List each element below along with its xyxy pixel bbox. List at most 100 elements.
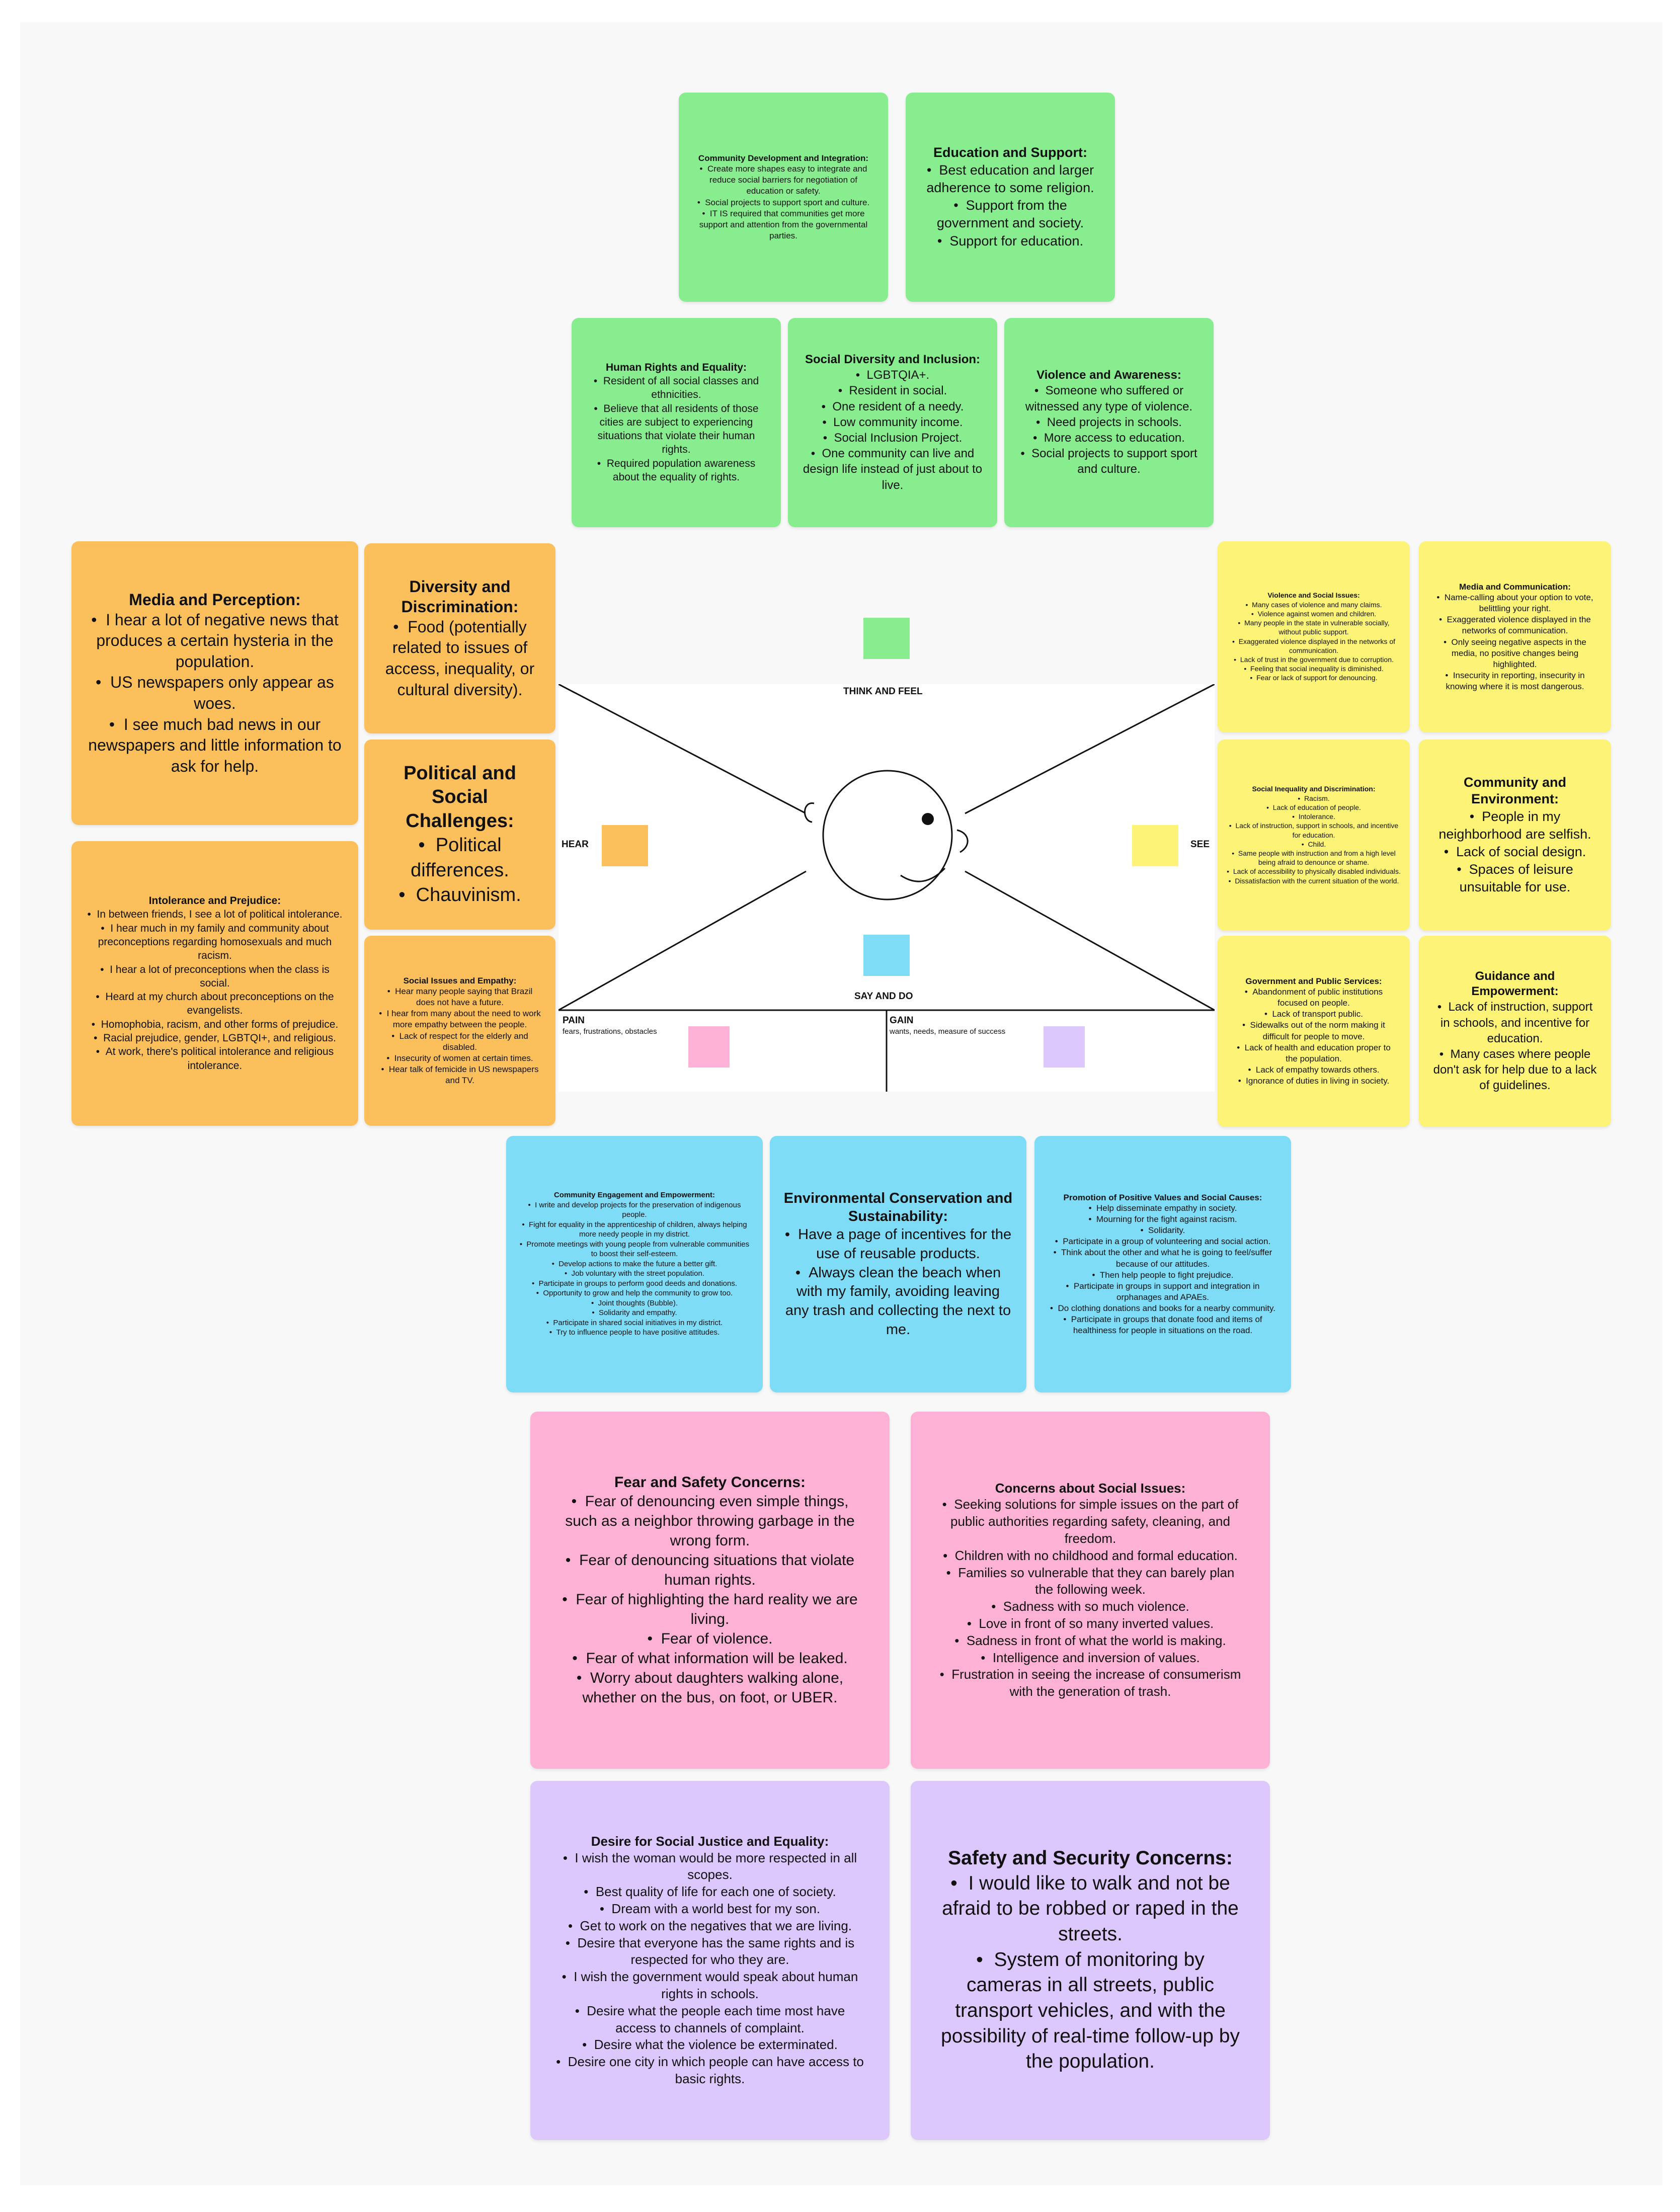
note-title: Community Development and Integration: (698, 153, 869, 163)
note-item: I hear from many about the need to work … (377, 1008, 542, 1030)
note-item: Exaggerated violence displayed in the ne… (1432, 614, 1598, 636)
note-item: Social Inclusion Project. (801, 430, 984, 446)
think-feel-sticky[interactable] (863, 618, 910, 659)
note-item: I wish the government would speak about … (555, 1969, 864, 2003)
sticky-education-support[interactable]: Education and Support: Best education an… (906, 93, 1115, 302)
note-item: One resident of a needy. (801, 399, 984, 415)
note-item: Lack of trust in the government due to c… (1227, 655, 1401, 664)
note-list: Many cases of violence and many claims. … (1227, 600, 1401, 683)
note-item: Intelligence and inversion of values. (936, 1650, 1245, 1667)
note-item: Lack of transport public. (1231, 1009, 1397, 1020)
sticky-social-inequality[interactable]: Social Inequality and Discrimination: Ra… (1218, 740, 1410, 931)
note-item: I would like to walk and not be afraid t… (936, 1871, 1245, 1947)
sticky-concerns-social-issues[interactable]: Concerns about Social Issues: Seeking so… (911, 1412, 1270, 1769)
note-item: Dream with a world best for my son. (555, 1901, 864, 1918)
sticky-fear-safety[interactable]: Fear and Safety Concerns: Fear of denoun… (530, 1412, 890, 1769)
note-item: I hear much in my family and community a… (85, 922, 345, 963)
note-item: Lack of instruction, support in schools,… (1432, 999, 1598, 1046)
note-item: Many cases of violence and many claims. (1227, 600, 1401, 609)
sticky-political-challenges[interactable]: Political and Social Challenges: Politic… (364, 740, 555, 930)
note-item: People in my neighborhood are selfish. (1432, 808, 1598, 843)
pain-sticky[interactable] (688, 1026, 730, 1068)
note-list: I wish the woman would be more respected… (555, 1850, 864, 2088)
note-item: Chauvinism. (377, 883, 542, 908)
note-item: Insecurity of women at certain times. (377, 1053, 542, 1064)
note-item: Create more shapes easy to integrate and… (692, 163, 875, 197)
sticky-safety-security[interactable]: Safety and Security Concerns: I would li… (911, 1781, 1270, 2140)
note-item: At work, there's political intolerance a… (85, 1045, 345, 1073)
sticky-community-development[interactable]: Community Development and Integration: C… (679, 93, 888, 302)
note-item: Hear talk of femicide in US newspapers a… (377, 1064, 542, 1086)
sticky-guidance-empowerment[interactable]: Guidance and Empowerment: Lack of instru… (1419, 936, 1611, 1127)
note-item: Fear of what information will be leaked. (555, 1649, 864, 1668)
note-item: Ignorance of duties in living in society… (1231, 1076, 1397, 1087)
note-title: Government and Public Services: (1245, 976, 1382, 986)
note-item: Love in front of so many inverted values… (936, 1615, 1245, 1632)
note-item: Lack of respect for the elderly and disa… (377, 1031, 542, 1053)
note-title: Education and Support: (933, 145, 1087, 160)
note-item: Fear of violence. (555, 1629, 864, 1649)
note-item: I wish the woman would be more respected… (555, 1850, 864, 1884)
note-item: Resident of all social classes and ethni… (585, 374, 768, 402)
sticky-media-communication[interactable]: Media and Communication: Name-calling ab… (1419, 541, 1611, 732)
sticky-social-issues-empathy[interactable]: Social Issues and Empathy: Hear many peo… (364, 936, 555, 1126)
sticky-positive-values[interactable]: Promotion of Positive Values and Social … (1034, 1136, 1291, 1392)
sticky-environmental-conservation[interactable]: Environmental Conservation and Sustainab… (770, 1136, 1026, 1392)
note-item: Always clean the beach when with my fami… (783, 1264, 1013, 1340)
note-item: Sadness with so much violence. (936, 1598, 1245, 1615)
hear-sticky[interactable] (602, 825, 648, 866)
gain-sublabel: wants, needs, measure of success (890, 1027, 1006, 1036)
note-item: Then help people to fight prejudice. (1048, 1270, 1278, 1281)
sticky-community-environment[interactable]: Community and Environment: People in my … (1419, 740, 1611, 931)
note-item: LGBTQIA+. (801, 367, 984, 383)
note-item: Child. (1227, 840, 1401, 849)
note-item: Political differences. (377, 833, 542, 883)
note-item: Participate in groups to perform good de… (517, 1279, 752, 1289)
note-item: Name-calling about your option to vote, … (1432, 592, 1598, 614)
note-item: Lack of instruction, support in schools,… (1227, 821, 1401, 839)
head-outline (822, 770, 953, 900)
note-item: In between friends, I see a lot of polit… (85, 908, 345, 921)
sticky-violence-awareness[interactable]: Violence and Awareness: Someone who suff… (1004, 318, 1214, 527)
head-right-ear (956, 829, 969, 853)
note-item: Food (potentially related to issues of a… (377, 617, 542, 700)
sticky-intolerance-prejudice[interactable]: Intolerance and Prejudice: In between fr… (71, 841, 358, 1126)
note-item: System of monitoring by cameras in all s… (936, 1947, 1245, 2075)
note-item: I hear a lot of preconceptions when the … (85, 963, 345, 991)
note-title: Violence and Awareness: (1036, 368, 1181, 382)
note-item: Job voluntary with the street population… (517, 1269, 752, 1279)
note-item: Do clothing donations and books for a ne… (1048, 1303, 1278, 1314)
head-left-ear (804, 802, 815, 823)
sticky-social-justice[interactable]: Desire for Social Justice and Equality: … (530, 1781, 890, 2140)
sticky-diversity-discrimination[interactable]: Diversity and Discrimination: Food (pote… (364, 543, 555, 733)
sticky-violence-social-issues[interactable]: Violence and Social Issues: Many cases o… (1218, 541, 1410, 732)
note-item: IT IS required that communities get more… (692, 208, 875, 241)
note-item: Dissatisfaction with the current situati… (1227, 876, 1401, 885)
sticky-media-perception[interactable]: Media and Perception: I hear a lot of ne… (71, 541, 358, 825)
note-item: Solidarity and empathy. (517, 1308, 752, 1318)
note-item: Best education and larger adherence to s… (919, 161, 1102, 197)
note-item: Desire that everyone has the same rights… (555, 1935, 864, 1969)
gain-sticky[interactable] (1044, 1026, 1085, 1068)
sticky-community-engagement[interactable]: Community Engagement and Empowerment: I … (506, 1136, 763, 1392)
sticky-social-diversity[interactable]: Social Diversity and Inclusion: LGBTQIA+… (788, 318, 997, 527)
see-sticky[interactable] (1132, 825, 1178, 866)
say-do-sticky[interactable] (863, 935, 910, 976)
note-item: Intolerance. (1227, 812, 1401, 821)
note-list: Help disseminate empathy in society. Mou… (1048, 1203, 1278, 1336)
think-feel-label: THINK AND FEEL (843, 686, 923, 697)
note-item: Believe that all residents of those citi… (585, 402, 768, 457)
note-item: Develop actions to make the future a bet… (517, 1259, 752, 1269)
sticky-human-rights[interactable]: Human Rights and Equality: Resident of a… (572, 318, 781, 527)
sticky-government-services[interactable]: Government and Public Services: Abandonm… (1218, 936, 1410, 1127)
gain-label: GAIN (890, 1015, 914, 1026)
note-item: US newspapers only appear as woes. (85, 672, 345, 714)
note-title: Diversity and Discrimination: (401, 577, 519, 616)
note-item: Best quality of life for each one of soc… (555, 1883, 864, 1901)
note-list: Seeking solutions for simple issues on t… (936, 1496, 1245, 1700)
pain-label: PAIN (563, 1015, 585, 1026)
note-item: Racism. (1227, 794, 1401, 803)
note-item: Feeling that social inequality is dimini… (1227, 664, 1401, 673)
note-item: Social projects to support sport and cul… (1017, 446, 1201, 477)
note-title: Intolerance and Prejudice: (148, 895, 281, 907)
